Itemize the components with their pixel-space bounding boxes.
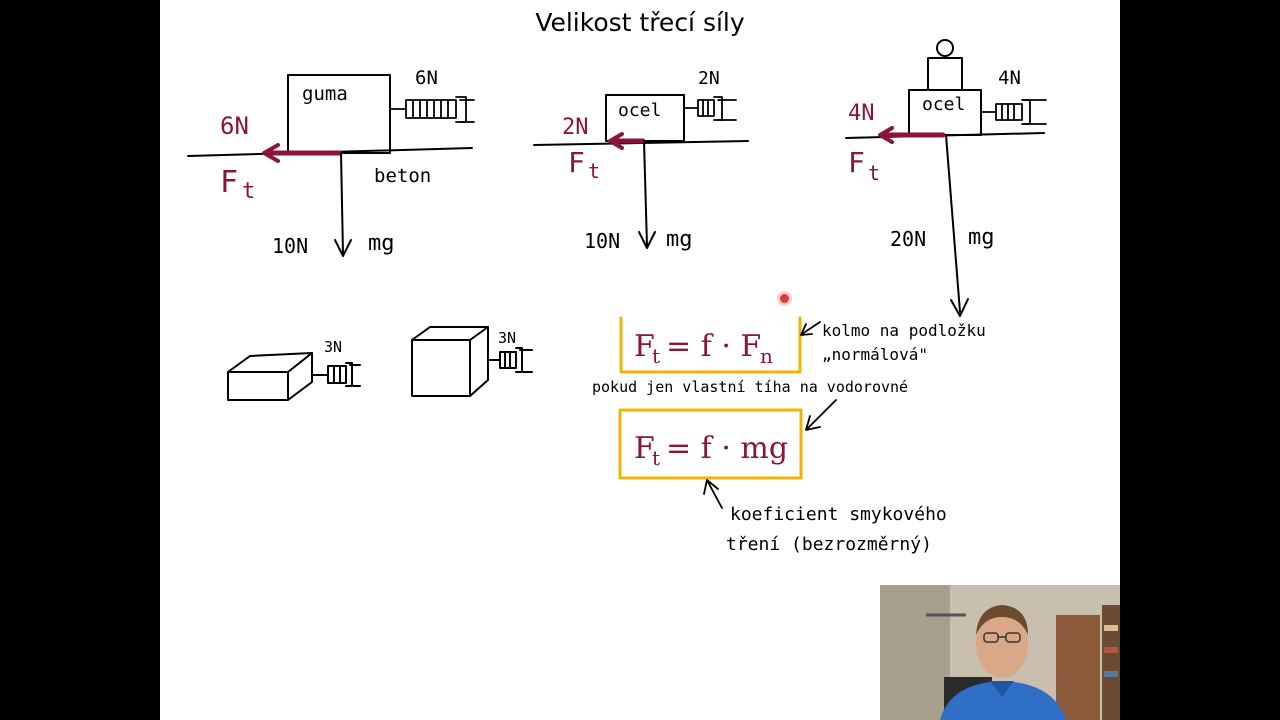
condition-arrow (807, 399, 837, 429)
formula-2: F t = f · mg (618, 408, 803, 480)
weight-arrowhead-2 (638, 231, 656, 249)
formula-1-rhs: = f · F (666, 329, 761, 364)
spring-scale-1 (389, 96, 475, 123)
friction-value-3: 4N (848, 101, 875, 126)
block-2-label: ocel (618, 100, 661, 121)
formula-1-rhs-sub: n (760, 344, 773, 368)
webcam-overlay (880, 585, 1120, 720)
flat-block-force: 3N (324, 338, 342, 356)
friction-symbol-2-sub: t (588, 159, 600, 183)
weight-symbol-1: mg (368, 231, 395, 256)
weight-on-block-3 (927, 39, 963, 91)
weight-arrow-1 (340, 152, 344, 255)
friction-arrowhead-2 (608, 132, 624, 150)
friction-arrowhead-3 (878, 126, 894, 144)
formula-1-lhs: F (634, 329, 655, 364)
weight-arrow-3 (945, 134, 961, 313)
friction-symbol-2: F (568, 146, 585, 179)
formula-2-lhs: F (634, 431, 655, 466)
weight-value-1: 10N (272, 234, 308, 258)
friction-symbol-1-sub: t (242, 179, 255, 204)
weight-value-2: 10N (584, 229, 620, 253)
formula-1: F t = f · F n kolmo na podložku „normálo… (619, 316, 986, 374)
cube-block-force: 3N (498, 329, 516, 347)
block-1-label: guma (302, 83, 348, 105)
weight-arrowhead-3 (950, 298, 969, 317)
friction-symbol-3: F (848, 146, 865, 179)
coefficient-note-line2: tření (bezrozměrný) (726, 534, 932, 555)
weight-arrow-2 (643, 140, 648, 247)
spring-scale-2 (683, 96, 737, 121)
laser-pointer (780, 294, 789, 303)
formula-2-lhs-sub: t (652, 446, 660, 470)
formula-1-box (619, 316, 802, 374)
slide: Velikost třecí síly guma 6N 6N F t beton (160, 0, 1120, 720)
slide-title: Velikost třecí síly (535, 8, 745, 37)
weight-value-3: 20N (890, 227, 926, 251)
block-3-label: ocel (922, 94, 965, 115)
spring-force-2: 2N (698, 68, 720, 89)
spring-scale-3 (980, 99, 1047, 125)
formula-2-rhs: = f · mg (666, 431, 788, 466)
weight-symbol-2: mg (666, 227, 693, 252)
formula-1-note-line1: kolmo na podložku (822, 321, 986, 340)
surface-label-1: beton (374, 165, 431, 187)
condition-note: pokud jen vlastní tíha na vodorovné (592, 378, 908, 396)
formula-1-lhs-sub: t (652, 344, 660, 368)
coefficient-arrow (707, 481, 723, 509)
spring-force-1: 6N (415, 67, 438, 89)
friction-value-1: 6N (220, 112, 249, 140)
formula-2-box (618, 408, 803, 480)
weight-symbol-3: mg (968, 225, 995, 250)
friction-symbol-1: F (220, 165, 238, 200)
cube-block (411, 326, 533, 397)
presenter-video (880, 585, 1120, 720)
spring-force-3: 4N (998, 67, 1021, 89)
formula-1-note-line2: „normálová" (822, 345, 928, 364)
coefficient-note-line1: koeficient smykového (730, 504, 947, 525)
friction-symbol-3-sub: t (868, 161, 880, 185)
flat-block (227, 352, 361, 401)
diagram-1: guma 6N 6N F t beton 10N mg (187, 67, 475, 258)
whiteboard-drawing: guma 6N 6N F t beton 10N mg (187, 39, 1047, 555)
diagram-2: ocel 2N 2N F t 10N mg (533, 68, 749, 253)
diagram-3: ocel 4N 4N F t 20N mg (845, 39, 1047, 317)
weight-arrowhead-1 (334, 239, 352, 257)
friction-value-2: 2N (562, 115, 589, 140)
friction-arrowhead-1 (262, 143, 280, 163)
